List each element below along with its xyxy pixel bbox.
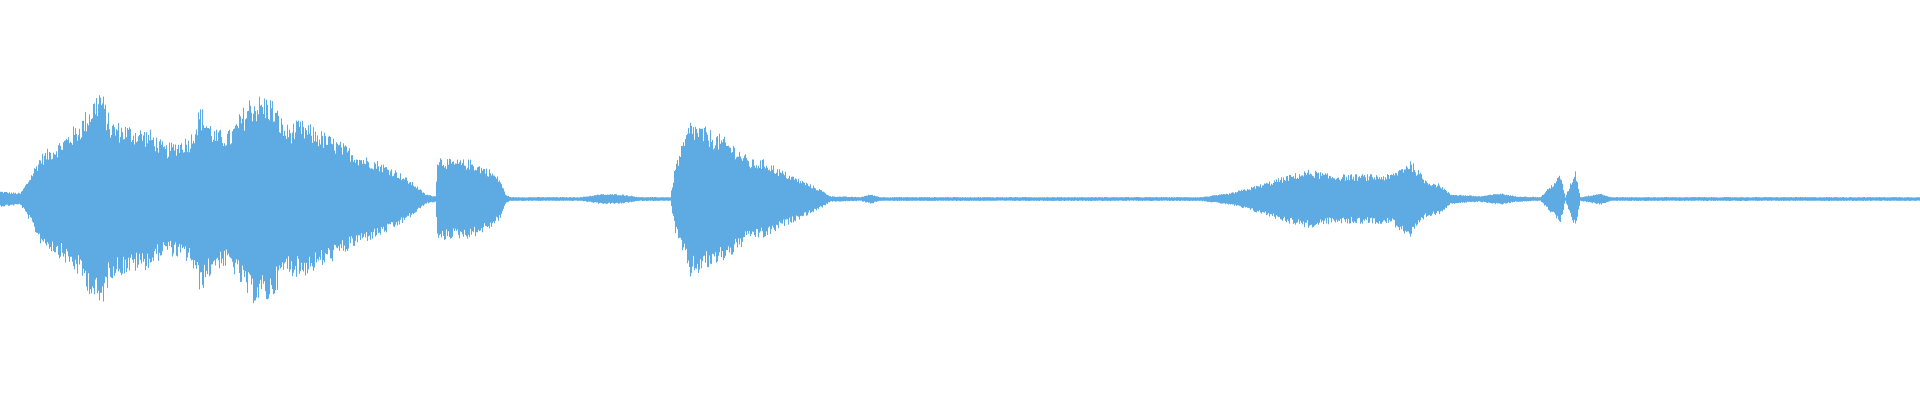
waveform-path [0, 95, 1920, 304]
